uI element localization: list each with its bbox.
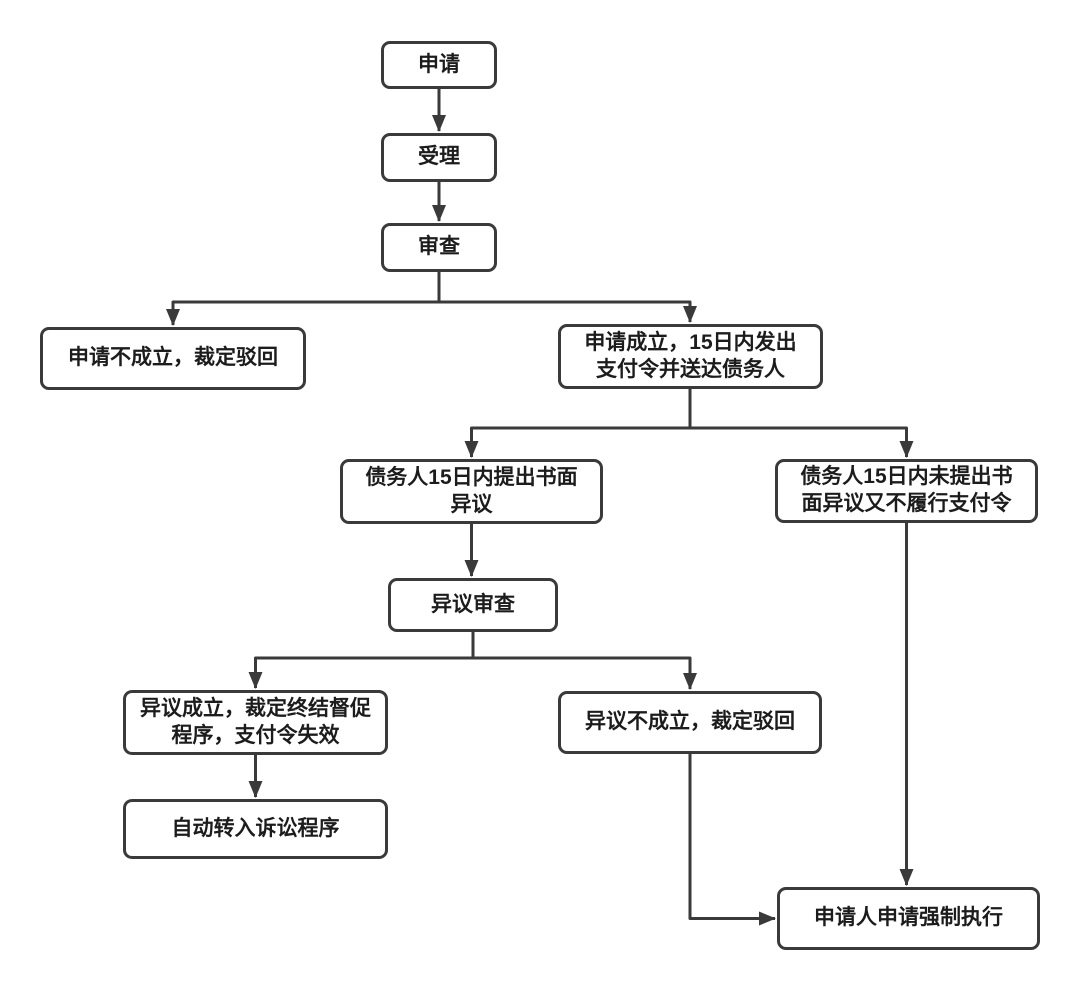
arrow-established-to-debtor-no-objection <box>690 426 914 458</box>
node-objection-established: 异议成立，裁定终结督促 程序，支付令失效 <box>123 690 388 755</box>
arrow-objection-review-to-objection-established <box>248 656 473 689</box>
node-label: 异议不成立，裁定驳回 <box>585 710 795 734</box>
node-objection-rejected: 异议不成立，裁定驳回 <box>558 691 822 754</box>
node-enforcement: 申请人申请强制执行 <box>777 887 1040 950</box>
node-label: 申请不成立，裁定驳回 <box>68 346 278 370</box>
node-label: 审查 <box>418 235 460 259</box>
node-debtor-no-objection: 债务人15日内未提出书 面异议又不履行支付令 <box>775 459 1038 523</box>
node-application-established: 申请成立，15日内发出 支付令并送达债务人 <box>558 324 823 389</box>
node-review: 审查 <box>381 223 497 272</box>
node-label: 申请人申请强制执行 <box>814 906 1003 930</box>
node-label-line: 面异议又不履行支付令 <box>801 492 1012 515</box>
node-debtor-objection: 债务人15日内提出书面 异议 <box>340 459 603 524</box>
node-litigation: 自动转入诉讼程序 <box>123 799 388 859</box>
arrow-review-to-application-rejected <box>166 300 439 326</box>
node-label-line: 异议成立，裁定终结督促 <box>140 696 371 720</box>
node-objection-review: 异议审查 <box>388 578 558 632</box>
node-accept: 受理 <box>381 133 497 182</box>
arrow-established-to-debtor-objection <box>464 426 690 458</box>
node-label-line: 异议 <box>450 492 493 516</box>
node-label-line: 申请成立，15日内发出 <box>584 330 797 354</box>
node-label: 申请 <box>418 52 460 76</box>
node-label-line: 支付令并送达债务人 <box>596 357 785 381</box>
node-label-line: 债务人15日内未提出书 <box>800 465 1013 489</box>
arrow-review-to-application-established <box>439 300 697 323</box>
node-apply: 申请 <box>381 41 497 89</box>
node-label-line: 程序，支付令失效 <box>171 723 340 747</box>
node-application-rejected: 申请不成立，裁定驳回 <box>40 327 306 390</box>
arrow-objection-review-to-objection-rejected <box>473 656 697 690</box>
node-label: 受理 <box>418 145 460 169</box>
node-label-line: 债务人15日内提出书面 <box>365 465 578 489</box>
node-label: 自动转入诉讼程序 <box>171 816 340 840</box>
node-label: 异议审查 <box>431 592 515 616</box>
arrow-objection-rejected-to-enforcement <box>688 754 776 926</box>
